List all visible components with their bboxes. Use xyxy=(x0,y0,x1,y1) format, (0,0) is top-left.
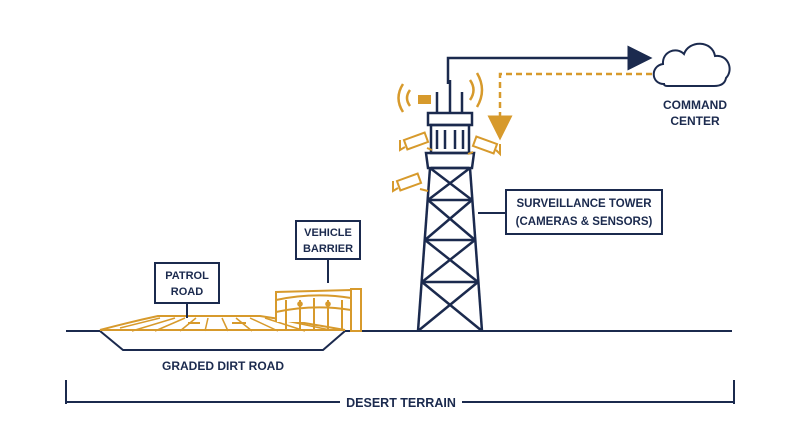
patrol-road-line1: PATROL xyxy=(165,270,209,282)
vehicle-barrier-label: VEHICLE BARRIER xyxy=(295,220,361,283)
antenna-icon xyxy=(418,95,431,104)
patrol-road-label: PATROL ROAD xyxy=(154,262,220,318)
vehicle-barrier-line1: VEHICLE xyxy=(304,227,352,239)
desert-terrain-label: DESERT TERRAIN xyxy=(346,396,456,410)
camera-icon xyxy=(399,131,433,152)
vehicle-barrier-line2: BARRIER xyxy=(303,243,353,255)
surveillance-tower-line1: SURVEILLANCE TOWER xyxy=(516,198,652,210)
patrol-road-line2: ROAD xyxy=(171,286,203,298)
desert-terrain-span xyxy=(65,380,735,404)
graded-dirt-road-label: GRADED DIRT ROAD xyxy=(162,359,284,373)
signal-waves-icon xyxy=(397,72,484,113)
command-center-line2: CENTER xyxy=(670,114,720,128)
downlink-arrow xyxy=(487,72,652,141)
camera-icon xyxy=(392,172,429,193)
surveillance-tower-label: SURVEILLANCE TOWER (CAMERAS & SENSORS) xyxy=(478,189,663,235)
camera-icon xyxy=(467,135,501,157)
lattice-tower-icon xyxy=(416,80,484,332)
graded-dirt-road xyxy=(99,315,346,351)
guard-rail-icon xyxy=(275,288,362,332)
surveillance-tower-line2: (CAMERAS & SENSORS) xyxy=(516,216,653,228)
cloud-icon xyxy=(652,42,731,87)
command-center-line1: COMMAND xyxy=(663,98,727,112)
uplink-arrow xyxy=(446,45,653,84)
